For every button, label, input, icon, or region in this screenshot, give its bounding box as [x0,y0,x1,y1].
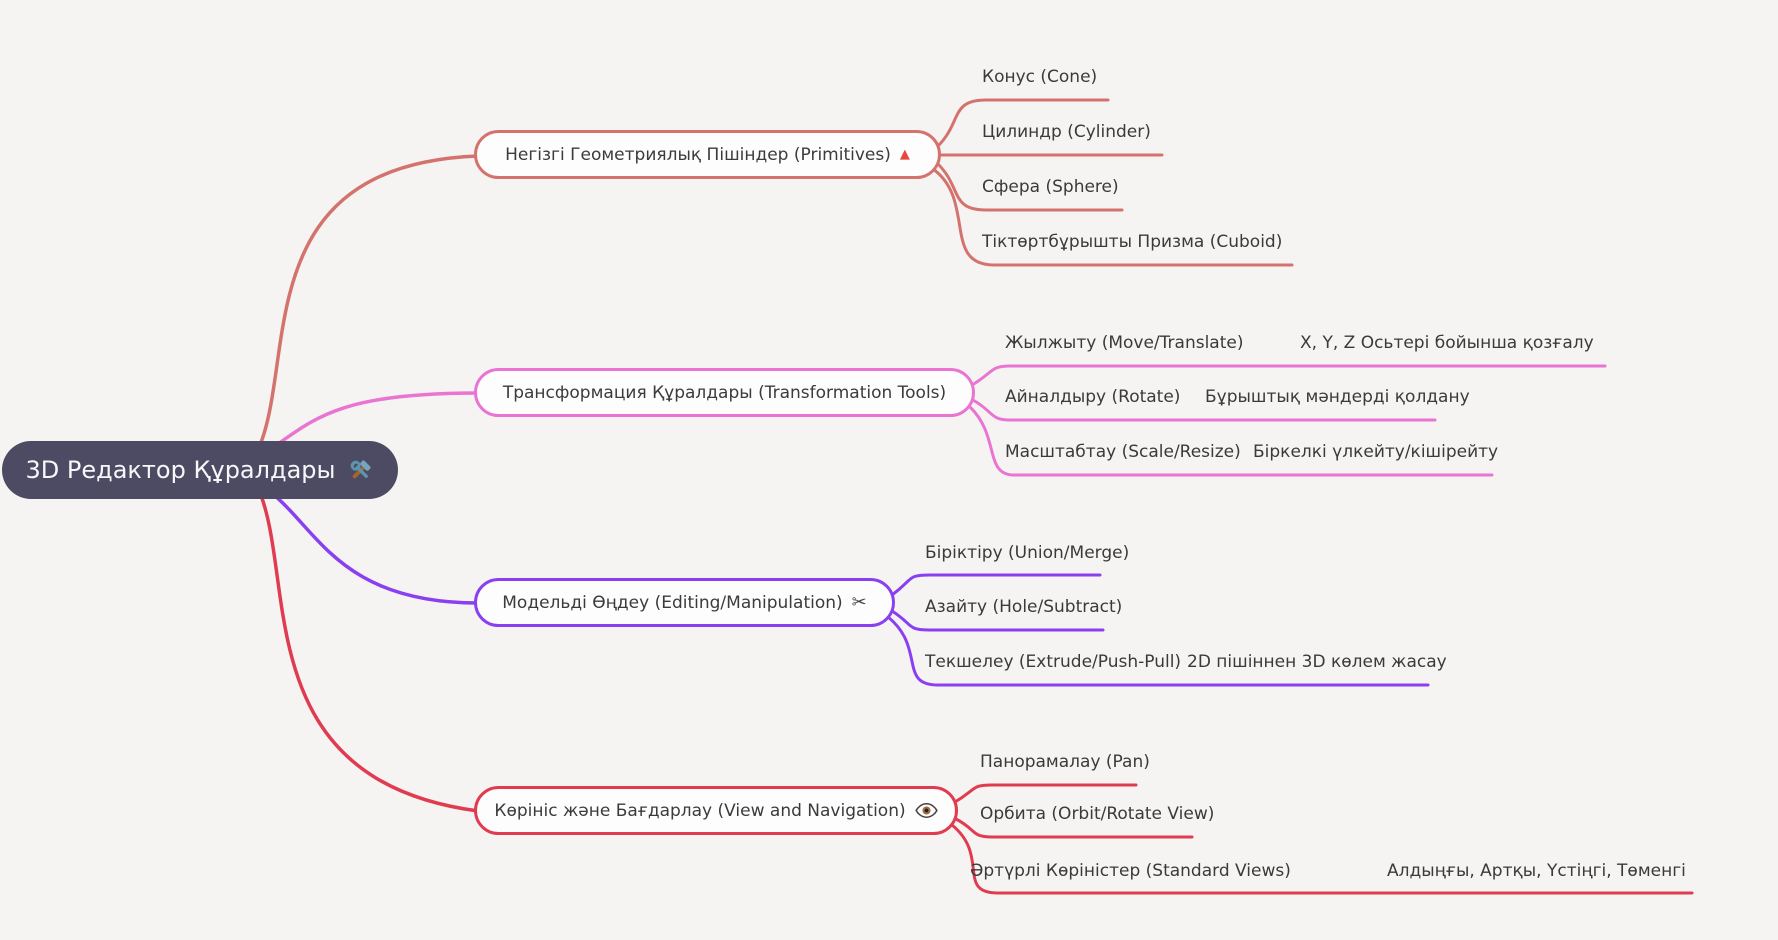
link-primitives-cone [936,98,1110,148]
link-primitives-sphere [936,162,1124,212]
link-view-pan [953,783,1138,804]
leaf-views[interactable]: Әртүрлі Көріністер (Standard Views) [970,861,1291,881]
hammer-wrench-icon [347,457,374,484]
leaf-sphere[interactable]: Сфера (Sphere) [982,177,1119,197]
link-editing-subtract [890,609,1105,632]
link-root-editing [260,484,480,605]
leaf-rotate[interactable]: Айналдыру (Rotate) [1005,387,1181,407]
eye-icon [914,802,938,819]
leaf-scale-detail[interactable]: Біркелкі үлкейту/кішірейту [1253,442,1499,462]
leaf-cuboid[interactable]: Тіктөртбұрышты Призма (Cuboid) [982,232,1283,252]
root-label: 3D Редактор Құралдары [25,456,336,484]
leaf-union[interactable]: Біріктіру (Union/Merge) [925,543,1130,563]
link-editing-extrude [886,615,1430,687]
root-node[interactable]: 3D Редактор Құралдары [2,441,398,499]
leaf-extrude-detail[interactable]: 2D пішіннен 3D көлем жасау [1187,652,1447,672]
branch-node-primitives[interactable]: Негізгі Геометриялық Пішіндер (Primitive… [474,130,941,179]
branch-node-transform[interactable]: Трансформация Құралдары (Transformation … [474,368,975,417]
branch-node-editing[interactable]: Модельді Өңдеу (Editing/Manipulation) ✂ [474,578,895,627]
link-view-standard [950,823,1694,895]
leaf-cylinder[interactable]: Цилиндр (Cylinder) [982,122,1151,142]
link-root-view [256,486,480,813]
leaf-cone[interactable]: Конус (Cone) [982,67,1098,87]
link-transform-move [970,364,1607,387]
leaf-scale[interactable]: Масштабтау (Scale/Resize) [1005,442,1241,462]
branch-node-view[interactable]: Көрініс және Бағдарлау (View and Navigat… [474,786,958,835]
link-view-orbit [954,817,1194,839]
leaf-views-detail[interactable]: Алдыңғы, Артқы, Үстіңгі, Төменгі [1387,861,1686,881]
leaf-move-detail[interactable]: X, Y, Z Осьтері бойынша қозғалу [1300,333,1594,353]
leaf-subtract[interactable]: Азайту (Hole/Subtract) [925,597,1123,617]
link-transform-scale [968,405,1494,477]
leaf-orbit[interactable]: Орбита (Orbit/Rotate View) [980,804,1215,824]
leaf-pan[interactable]: Панорамалау (Pan) [980,752,1150,772]
branch-transform-label: Трансформация Құралдары (Transformation … [502,382,947,403]
link-transform-rotate [971,398,1437,422]
branch-editing-label: Модельді Өңдеу (Editing/Manipulation) [502,592,843,613]
scissors-icon: ✂ [851,591,867,613]
branch-view-label: Көрініс және Бағдарлау (View and Navigat… [494,800,906,821]
red-triangle-icon: ▲ [899,147,910,162]
link-editing-union [890,573,1102,597]
leaf-move[interactable]: Жылжыту (Move/Translate) [1005,333,1244,353]
leaf-extrude[interactable]: Текшелеу (Extrude/Push-Pull) [925,652,1182,672]
link-root-primitives [256,154,480,452]
link-primitives-cuboid [931,167,1294,267]
branch-primitives-label: Негізгі Геометриялық Пішіндер (Primitive… [505,144,891,165]
leaf-rotate-detail[interactable]: Бұрыштық мәндерді қолдану [1205,387,1470,407]
